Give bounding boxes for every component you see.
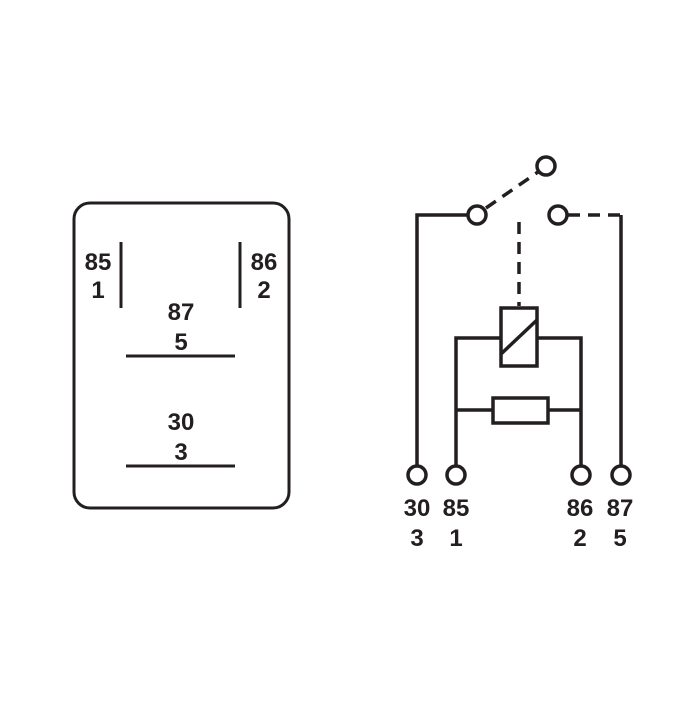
pin-30-number: 30 xyxy=(168,409,195,436)
terminal-85-number: 85 xyxy=(443,495,470,522)
pin-30-index: 3 xyxy=(174,439,187,466)
switch-arm-end xyxy=(535,155,557,177)
terminal-30 xyxy=(406,464,428,486)
schematic-labels: 30 3 85 1 86 2 87 5 xyxy=(404,495,634,552)
relay-schematic xyxy=(406,155,632,486)
suppression-resistor xyxy=(491,396,550,425)
switch-arm xyxy=(485,170,539,210)
common-contact xyxy=(466,204,488,226)
relay-housing-outline xyxy=(72,201,291,510)
relay-coil-diagonal xyxy=(499,318,539,356)
pin-85-index: 1 xyxy=(91,277,104,304)
terminal-30-number: 30 xyxy=(404,495,431,522)
wire-86-coil xyxy=(537,336,583,466)
terminal-87-index: 5 xyxy=(613,525,626,552)
terminal-86-number: 86 xyxy=(567,495,594,522)
pin-87-number: 87 xyxy=(168,299,195,326)
terminal-86 xyxy=(570,464,592,486)
terminal-87 xyxy=(610,464,632,486)
wire-30-common xyxy=(415,213,468,466)
pin-86-number: 86 xyxy=(251,249,278,276)
pin-85-number: 85 xyxy=(85,249,112,276)
wire-85-coil xyxy=(454,336,501,466)
normally-open-contact xyxy=(547,204,569,226)
pin-87-index: 5 xyxy=(174,329,187,356)
terminal-86-index: 2 xyxy=(573,525,586,552)
terminal-85 xyxy=(445,464,467,486)
pin-86-index: 2 xyxy=(257,277,270,304)
footprint-labels: 85 1 86 2 87 5 30 3 xyxy=(85,249,278,466)
terminal-85-index: 1 xyxy=(449,525,462,552)
terminal-87-number: 87 xyxy=(607,495,634,522)
terminal-30-index: 3 xyxy=(410,525,423,552)
relay-footprint xyxy=(72,201,291,510)
